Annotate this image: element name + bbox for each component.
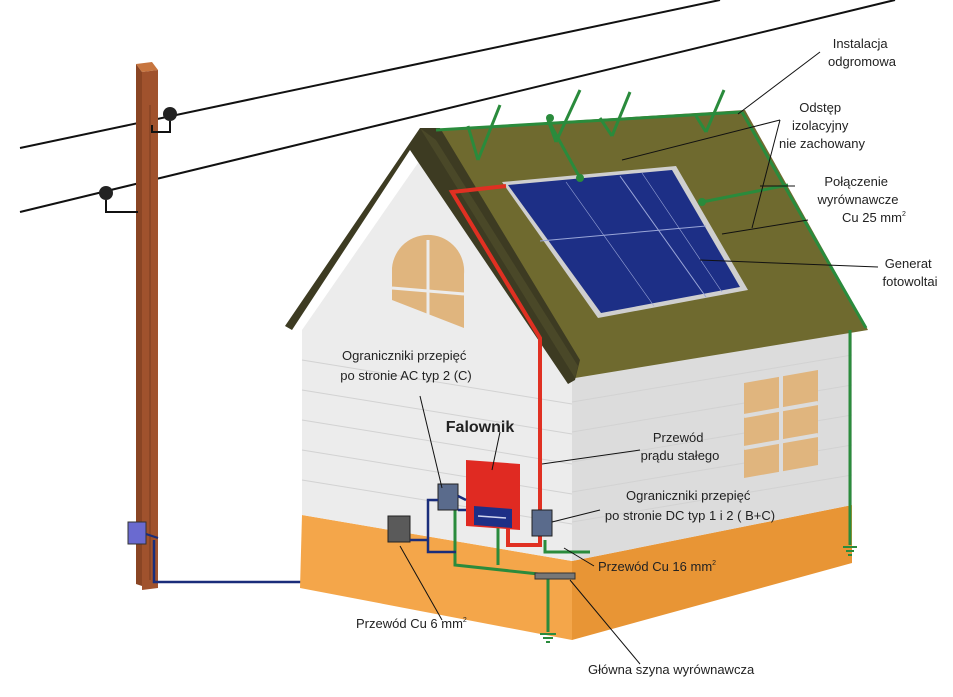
label-ac-surge-1: Ograniczniki przepięć: [342, 348, 467, 363]
label-dc-surge-2: po stronie DC typ 1 i 2 ( B+C): [605, 508, 775, 523]
svg-text:Połączenie wyrównawcze: Połączenie wyrównawcze: [817, 174, 899, 207]
label-dc-cable-2: prądu stałego: [641, 448, 720, 463]
label-equipotential-size: Cu 25 mm: [842, 210, 902, 225]
svg-text:Przewód Cu 6 mm2: Przewód Cu 6 mm2: [356, 616, 467, 631]
label-isolation-2: izolacyjny: [792, 118, 849, 133]
insulator-icon: [99, 107, 177, 213]
label-pv-1: Generat: [885, 256, 932, 271]
label-equipotential-1: Połączenie: [824, 174, 888, 189]
label-lightning-protection-1: Instalacja: [833, 36, 889, 51]
label-equipotential-2: wyrównawcze: [817, 192, 899, 207]
label-cu16: Przewód Cu 16 mm: [598, 559, 712, 574]
svg-text:Cu 25 mm2: Cu 25 mm2: [842, 210, 906, 225]
label-main-bus: Główna szyna wyrównawcza: [588, 662, 755, 677]
roof-fascia: [285, 128, 580, 384]
meter-box-icon: [387, 515, 411, 543]
svg-text:Ograniczniki przepięć po s: Ograniczniki przepięć po stronie DC typ …: [605, 488, 775, 523]
foundation-side: [572, 505, 852, 640]
label-lightning-protection-2: odgromowa: [828, 54, 897, 69]
label-cu6: Przewód Cu 6 mm: [356, 616, 463, 631]
label-dc-cable-1: Przewód: [653, 430, 704, 445]
foundation-front: [300, 515, 572, 640]
svg-text:Odstęp izolacyjny nie: Odstęp izolacyjny nie zachowany: [779, 100, 865, 151]
power-line-lower: [19, 0, 896, 213]
svg-text:Ograniczniki przepięć po s: Ograniczniki przepięć po stronie AC typ …: [340, 348, 472, 383]
side-window: [743, 370, 819, 478]
meter-box-icon: [127, 521, 147, 545]
label-inverter: Falownik: [446, 419, 515, 436]
svg-text:Generat fotowoltai: Generat fotowoltai: [883, 256, 938, 289]
label-isolation-3: nie zachowany: [779, 136, 865, 151]
svg-text:Instalacja odgromowa: Instalacja odgromowa: [828, 36, 897, 69]
solar-panel: [502, 166, 748, 318]
lightning-protection-system: [435, 89, 868, 632]
svg-text:Przewód Cu 16 mm2: Przewód Cu 16 mm2: [598, 559, 716, 574]
main-equipotential-bar: [534, 572, 576, 580]
dc-surge-protector-icon: [531, 509, 553, 537]
ground-symbol-icon: [540, 546, 857, 643]
label-dc-surge-1: Ograniczniki przepięć: [626, 488, 751, 503]
label-isolation-1: Odstęp: [799, 100, 841, 115]
inverter-icon: [466, 460, 520, 530]
svg-text:Przewód prądu stałego: Przewód prądu stałego: [641, 430, 720, 463]
arched-window: [391, 234, 465, 328]
label-superscript: 2: [902, 211, 906, 218]
utility-pole: [136, 62, 158, 590]
label-ac-surge-2: po stronie AC typ 2 (C): [340, 368, 472, 383]
label-pv-2: fotowoltai: [883, 274, 938, 289]
ac-cables: [410, 494, 467, 554]
ac-surge-protector-icon: [437, 483, 459, 511]
